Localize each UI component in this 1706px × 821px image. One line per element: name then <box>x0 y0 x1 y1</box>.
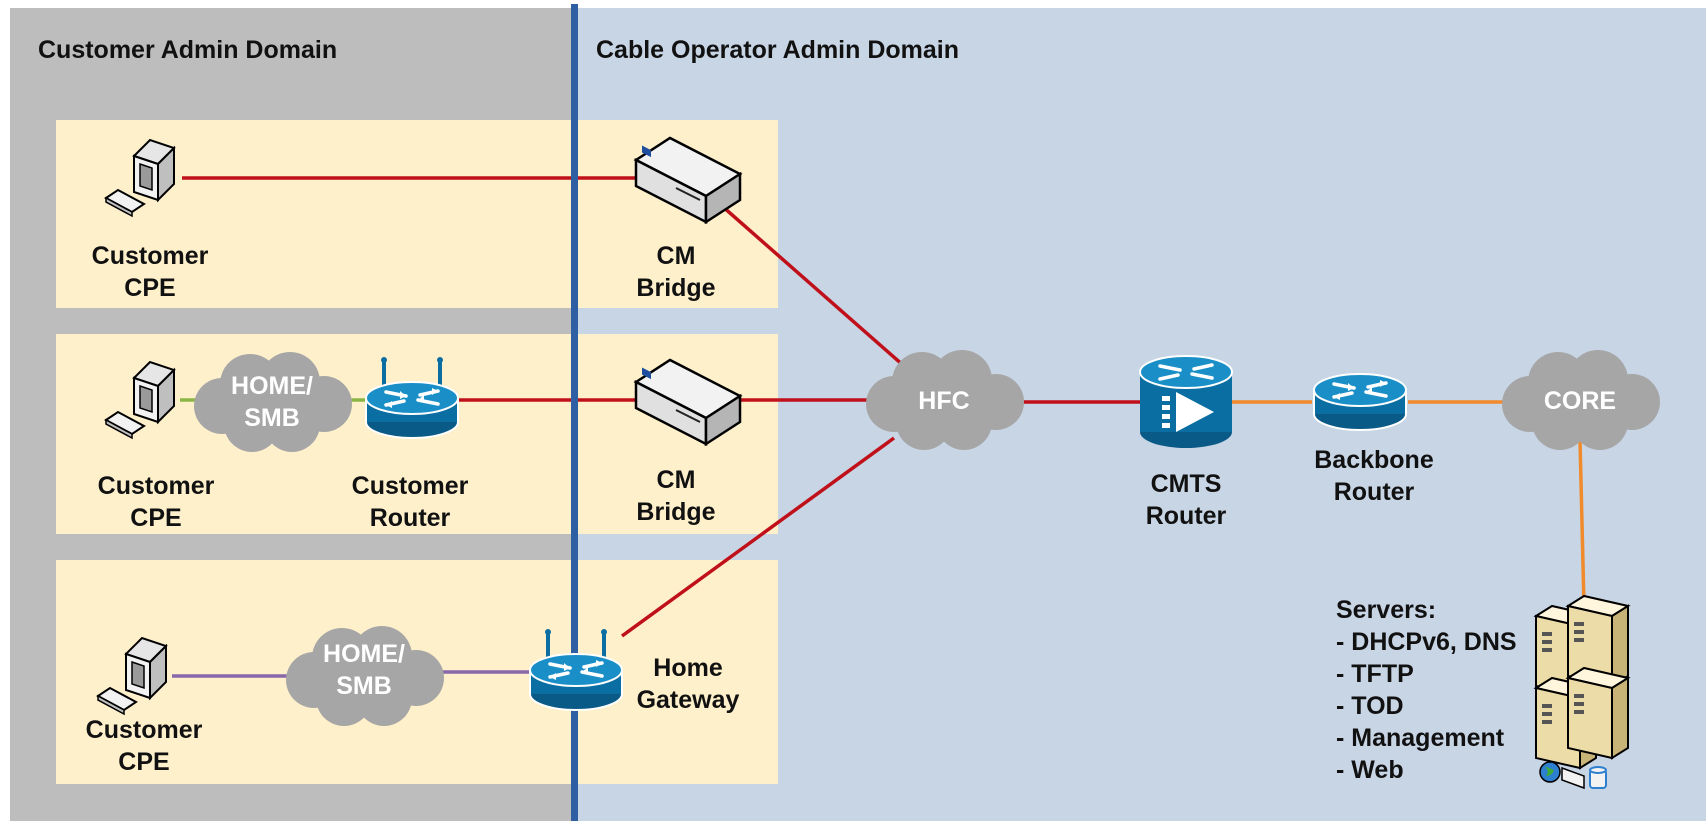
cpe-label-line2: CPE <box>130 504 181 532</box>
servers-list-item: - TOD <box>1336 692 1404 720</box>
home-smb-cloud-label-line1: HOME/ <box>231 372 313 400</box>
home-smb-cloud-label-line2: SMB <box>336 672 392 700</box>
home-smb-cloud-label-line2: SMB <box>244 404 300 432</box>
cmts-router-label-line2: Router <box>1146 502 1227 530</box>
servers-list-item: - Management <box>1336 724 1505 752</box>
servers-list-item: - Web <box>1336 756 1404 784</box>
servers-list-item: - DHCPv6, DNS <box>1336 628 1517 656</box>
backbone-router-label-line2: Router <box>1334 478 1415 506</box>
cpe-label-line1: Customer <box>86 716 203 744</box>
servers-list-item: - TFTP <box>1336 660 1414 688</box>
home-smb-cloud-label-line1: HOME/ <box>323 640 405 668</box>
core-cloud-label: CORE <box>1544 387 1616 415</box>
cm-bridge-label-line2: Bridge <box>636 274 715 302</box>
cpe-label-line2: CPE <box>118 748 169 776</box>
customer-router-label-line2: Router <box>370 504 451 532</box>
backbone-router-label-line1: Backbone <box>1314 446 1434 474</box>
servers-title: Servers: <box>1336 596 1436 624</box>
cmts-icon <box>1138 354 1234 450</box>
customer-domain-title: Customer Admin Domain <box>38 36 337 64</box>
cm-bridge-label-line2: Bridge <box>636 498 715 526</box>
cmts-router-label-line1: CMTS <box>1151 470 1222 498</box>
customer-router-label-line1: Customer <box>352 472 469 500</box>
cpe-label-line2: CPE <box>124 274 175 302</box>
server-rack-icon <box>1535 595 1629 790</box>
link-cmbridge1-hfc <box>720 204 906 368</box>
cpe-label-line1: Customer <box>98 472 215 500</box>
link-core-servers <box>1578 439 1586 607</box>
home-gateway-label-line1: Home <box>653 654 723 682</box>
domain-divider <box>571 4 578 821</box>
home-gateway-label-line2: Gateway <box>637 686 740 714</box>
link-gateway-hfc <box>620 436 896 638</box>
hfc-cloud-label: HFC <box>918 387 969 415</box>
router-icon <box>1312 372 1408 432</box>
cm-bridge-label-line1: CM <box>657 242 696 270</box>
cm-bridge-label-line1: CM <box>657 466 696 494</box>
operator-domain-title: Cable Operator Admin Domain <box>596 36 959 64</box>
cpe-label-line1: Customer <box>92 242 209 270</box>
